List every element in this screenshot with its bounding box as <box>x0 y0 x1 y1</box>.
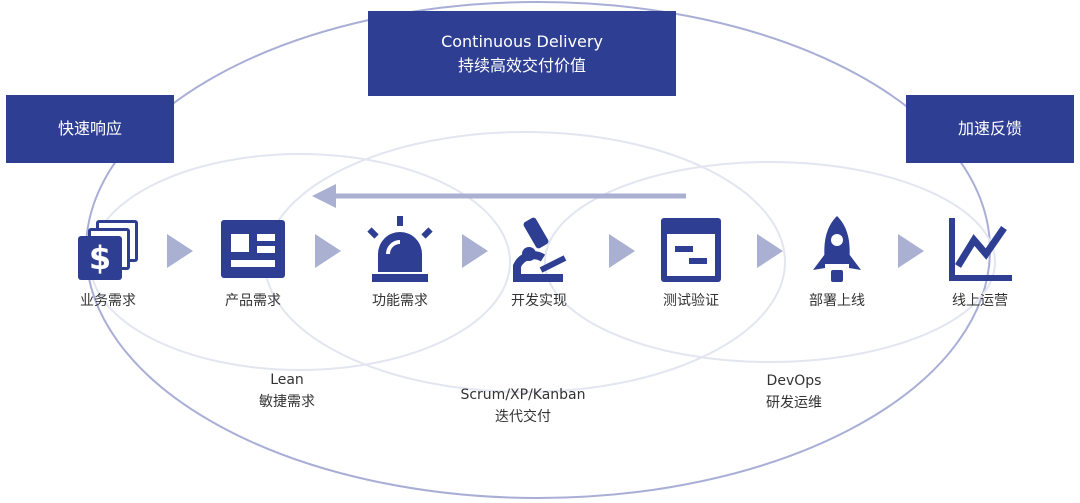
method-title: Scrum/XP/Kanban <box>460 387 586 403</box>
step-operations: 线上运营 <box>920 214 1040 310</box>
method-lean: Lean 敏捷需求 <box>197 369 377 413</box>
product-card-icon <box>221 220 285 278</box>
svg-text:$: $ <box>89 239 111 277</box>
chevron-right-icon <box>315 234 341 268</box>
method-title: DevOps <box>766 373 822 389</box>
feedback-arrow <box>312 184 686 208</box>
line-chart-icon <box>949 218 1012 281</box>
step-deployment: 部署上线 <box>777 214 897 310</box>
step-label: 功能需求 <box>372 293 428 309</box>
continuous-delivery-box: Continuous Delivery 持续高效交付价值 <box>368 11 676 96</box>
continuous-delivery-subtitle: 持续高效交付价值 <box>457 55 586 75</box>
fast-response-label: 快速响应 <box>57 119 122 138</box>
dollar-cards-icon: $ <box>78 220 138 280</box>
step-label: 线上运营 <box>952 293 1008 309</box>
method-subtitle: 研发运维 <box>766 395 822 411</box>
chevron-right-icon <box>462 234 488 268</box>
continuous-delivery-title: Continuous Delivery <box>441 31 603 51</box>
browser-window-icon <box>661 218 721 282</box>
devops-ellipse <box>544 161 996 363</box>
step-development: 开发实现 <box>479 214 599 310</box>
step-label: 产品需求 <box>225 293 281 309</box>
alarm-light-icon <box>367 216 433 282</box>
microscope-icon <box>513 217 567 282</box>
step-testing: 测试验证 <box>631 214 751 310</box>
rocket-icon <box>813 216 861 282</box>
method-title: Lean <box>270 372 304 388</box>
method-subtitle: 敏捷需求 <box>259 394 315 410</box>
step-label: 部署上线 <box>809 293 865 309</box>
fast-feedback-label: 加速反馈 <box>957 119 1022 138</box>
step-label: 开发实现 <box>511 293 567 309</box>
chevron-right-icon <box>609 234 635 268</box>
method-devops: DevOps 研发运维 <box>704 370 884 414</box>
step-label: 业务需求 <box>80 293 136 309</box>
method-subtitle: 迭代交付 <box>495 409 551 425</box>
step-business-requirement: $ 业务需求 <box>48 214 168 310</box>
step-functional-requirement: 功能需求 <box>340 214 460 310</box>
chevron-right-icon <box>898 234 924 268</box>
step-product-requirement: 产品需求 <box>193 214 313 310</box>
fast-response-box: 快速响应 <box>6 95 174 163</box>
chevron-right-icon <box>167 234 193 268</box>
step-label: 测试验证 <box>663 293 719 309</box>
fast-feedback-box: 加速反馈 <box>906 95 1074 163</box>
chevron-right-icon <box>757 234 783 268</box>
method-scrum: Scrum/XP/Kanban 迭代交付 <box>433 384 613 428</box>
